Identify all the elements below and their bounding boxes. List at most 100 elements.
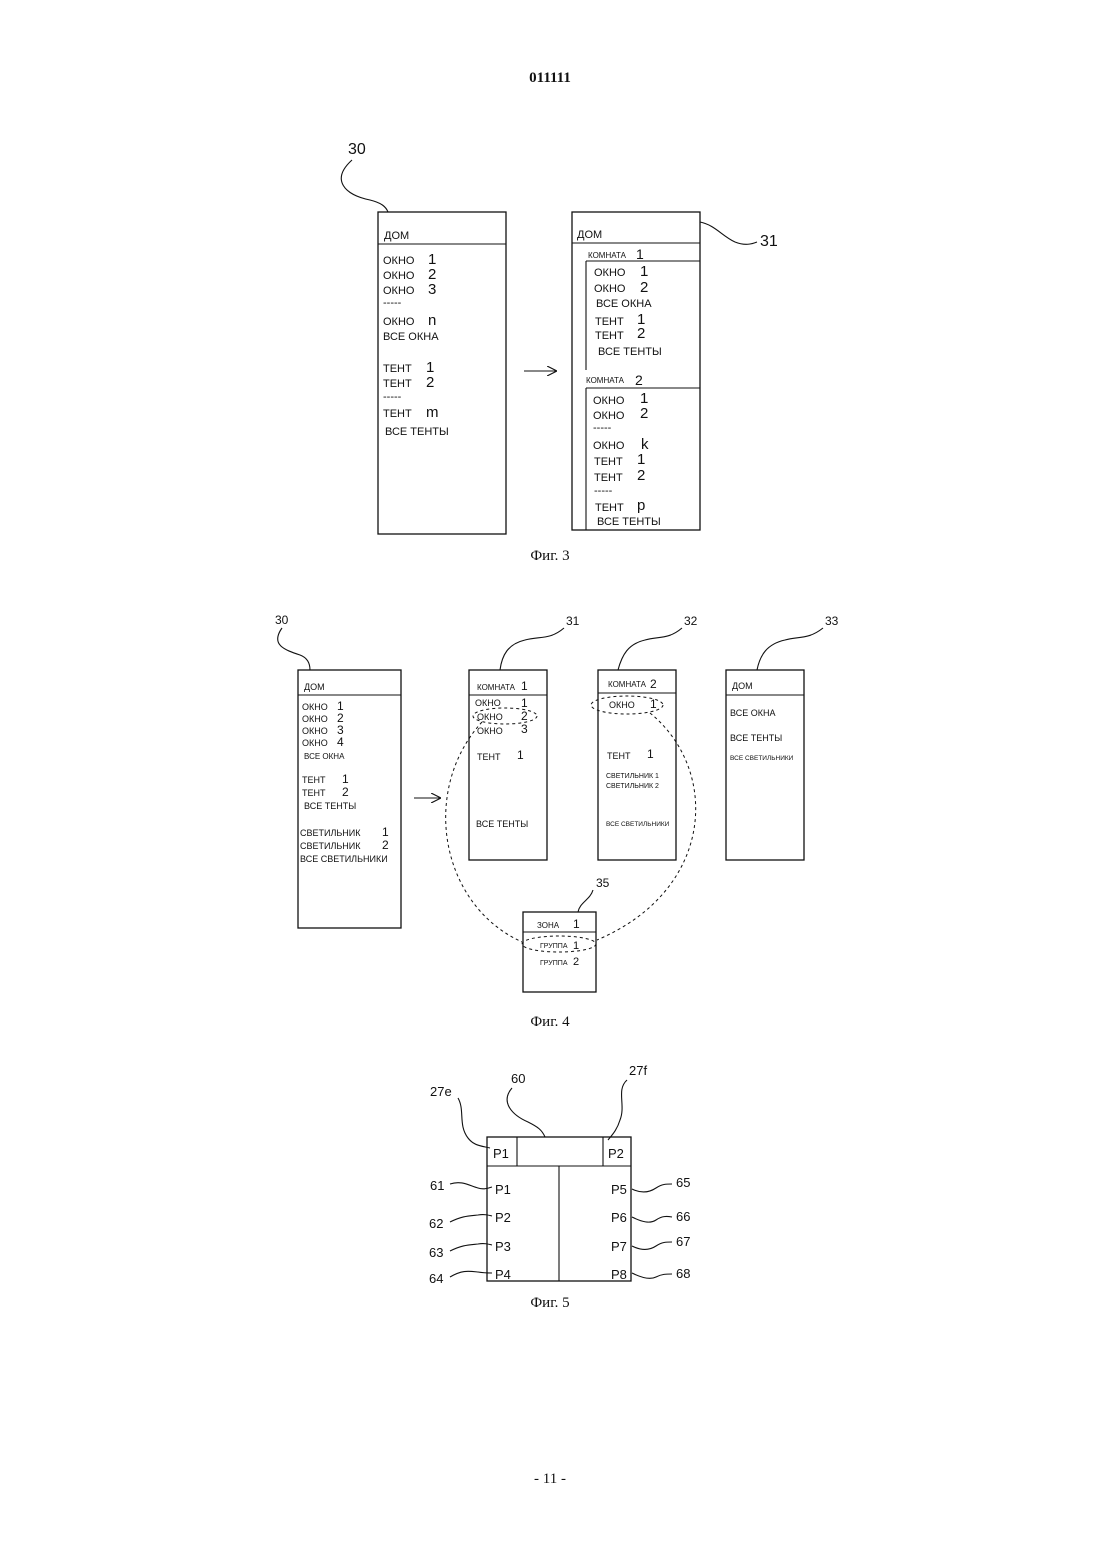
header-button-right[interactable]: P2 [608, 1146, 624, 1161]
header-button-left[interactable]: P1 [493, 1146, 509, 1161]
list-item-number: 1 [573, 940, 579, 952]
list-item: ГРУППА [540, 943, 568, 950]
list-item-number: 3 [428, 281, 436, 298]
list-item: ВСЕ ОКНА [304, 752, 345, 761]
list-item-number: 1 [382, 825, 389, 839]
figure-5: 27e 60 27f P1 P2 P1 P2 P3 P4 P5 P6 P7 P8… [429, 1063, 690, 1311]
list-ellipsis: ----- [593, 422, 612, 434]
leader-line-63 [450, 1244, 492, 1251]
room1-menu-number: 1 [521, 679, 528, 693]
leader-line-67 [632, 1242, 672, 1249]
list-item: ВСЕ ТЕНТЫ [385, 426, 449, 438]
list-item-number: 2 [637, 467, 645, 484]
list-item-number: 2 [426, 374, 434, 391]
zone-title: ЗОНА [537, 921, 560, 930]
key-label[interactable]: P2 [495, 1210, 511, 1225]
ref-label-32: 32 [684, 614, 698, 628]
ref-label-31: 31 [760, 233, 778, 250]
list-item: ОКНО [477, 712, 503, 722]
list-item: ТЕНТ [383, 378, 412, 390]
figure-3-caption: Фиг. 3 [530, 548, 569, 564]
room2-items: ОКНО 1 ОКНО 2 ----- ОКНО k ТЕНТ 1 ТЕНТ 2… [593, 390, 661, 528]
list-item: ВСЕ ОКНА [730, 708, 775, 718]
list-item: ТЕНТ [477, 752, 501, 762]
room2-menu-items: ОКНО 1 ТЕНТ 1 СВЕТИЛЬНИК 1 СВЕТИЛЬНИК 2 … [606, 697, 670, 828]
list-item-number: 2 [637, 325, 645, 342]
figure-4: 30 31 32 33 ДОМ ОКНО 1 ОКНО 2 ОКНО 3 ОКН… [275, 613, 839, 1030]
key-label[interactable]: P7 [611, 1239, 627, 1254]
list-item-number: m [426, 404, 439, 421]
list-item: ОКНО [383, 270, 415, 282]
list-item: ОКНО [302, 738, 328, 748]
left-ref-labels: 61 62 63 64 [429, 1178, 444, 1286]
key-label[interactable]: P3 [495, 1239, 511, 1254]
leader-line-64 [450, 1271, 492, 1277]
room2-menu-number: 2 [650, 677, 657, 691]
figure-4-caption: Фиг. 4 [530, 1014, 570, 1030]
list-item: ОКНО [383, 316, 415, 328]
list-item-number: p [637, 497, 645, 514]
house-all-items: ВСЕ ОКНА ВСЕ ТЕНТЫ ВСЕ СВЕТИЛЬНИКИ [730, 708, 794, 762]
house-list-title: ДОМ [384, 230, 409, 242]
key-label[interactable]: P4 [495, 1267, 511, 1282]
ref-label-35: 35 [596, 876, 610, 890]
list-item-number: 1 [640, 263, 648, 280]
ref-label-27f: 27f [629, 1063, 647, 1078]
list-item: ОКНО [593, 395, 625, 407]
leader-line-61 [450, 1183, 492, 1189]
room1-label: КОМНАТА [588, 251, 627, 260]
right-ref-labels: 65 66 67 68 [676, 1175, 690, 1281]
list-item-number: 1 [650, 697, 657, 711]
list-item: ТЕНТ [594, 472, 623, 484]
list-item: ВСЕ СВЕТИЛЬНИКИ [606, 821, 670, 828]
list-item: ВСЕ ТЕНТЫ [476, 819, 528, 829]
page-number: - 11 - [534, 1471, 566, 1487]
leader-line-33 [757, 628, 823, 670]
leader-line-68 [632, 1273, 672, 1278]
list-item: ОКНО [593, 410, 625, 422]
ref-label-60: 60 [511, 1071, 525, 1086]
figure-5-caption: Фиг. 5 [530, 1295, 569, 1311]
list-item-number: 1 [342, 772, 349, 786]
list-item: ВСЕ ОКНА [383, 331, 439, 343]
list-ellipsis: ----- [383, 391, 402, 403]
house-menu-title: ДОМ [304, 682, 325, 692]
list-item: ОКНО [383, 255, 415, 267]
list-item: СВЕТИЛЬНИК [300, 841, 361, 851]
house-list-items: ОКНО 1 ОКНО 2 ОКНО 3 ----- ОКНО n ВСЕ ОК… [383, 251, 449, 438]
list-item-number: 1 [637, 451, 645, 468]
key-label[interactable]: P8 [611, 1267, 627, 1282]
house-all-box [726, 670, 804, 860]
ref-label: 64 [429, 1271, 443, 1286]
house-menu-items: ОКНО 1 ОКНО 2 ОКНО 3 ОКНО 4 ВСЕ ОКНА ТЕН… [300, 699, 389, 864]
list-item: СВЕТИЛЬНИК [300, 828, 361, 838]
list-item: ТЕНТ [595, 316, 624, 328]
key-label[interactable]: P6 [611, 1210, 627, 1225]
leader-line-31 [500, 628, 564, 670]
ref-label-30: 30 [348, 141, 366, 158]
leader-line-66 [632, 1216, 672, 1222]
list-item: ОКНО [302, 702, 328, 712]
list-item-number: 1 [647, 747, 654, 761]
list-item: ОКНО [383, 285, 415, 297]
list-item: СВЕТИЛЬНИК 1 [606, 773, 659, 780]
list-item: ВСЕ ТЕНТЫ [304, 801, 356, 811]
leader-line-60 [507, 1088, 545, 1137]
list-item: ВСЕ ТЕНТЫ [597, 516, 661, 528]
room1-menu-items: ОКНО 1 ОКНО 2 ОКНО 3 ТЕНТ 1 ВСЕ ТЕНТЫ [475, 696, 528, 829]
list-item: ОКНО [593, 440, 625, 452]
ref-label: 62 [429, 1216, 443, 1231]
list-ellipsis: ----- [594, 485, 613, 497]
ref-label-31: 31 [566, 614, 580, 628]
list-ellipsis: ----- [383, 297, 402, 309]
page-header: 011111 [529, 70, 571, 86]
list-item: ОКНО [609, 700, 635, 710]
key-label[interactable]: P1 [495, 1182, 511, 1197]
key-label[interactable]: P5 [611, 1182, 627, 1197]
leader-line-65 [632, 1184, 672, 1192]
list-item: ВСЕ ТЕНТЫ [598, 346, 662, 358]
list-item-number: 2 [640, 405, 648, 422]
list-item-number: 4 [337, 735, 344, 749]
ref-label: 65 [676, 1175, 690, 1190]
ref-label-33: 33 [825, 614, 839, 628]
